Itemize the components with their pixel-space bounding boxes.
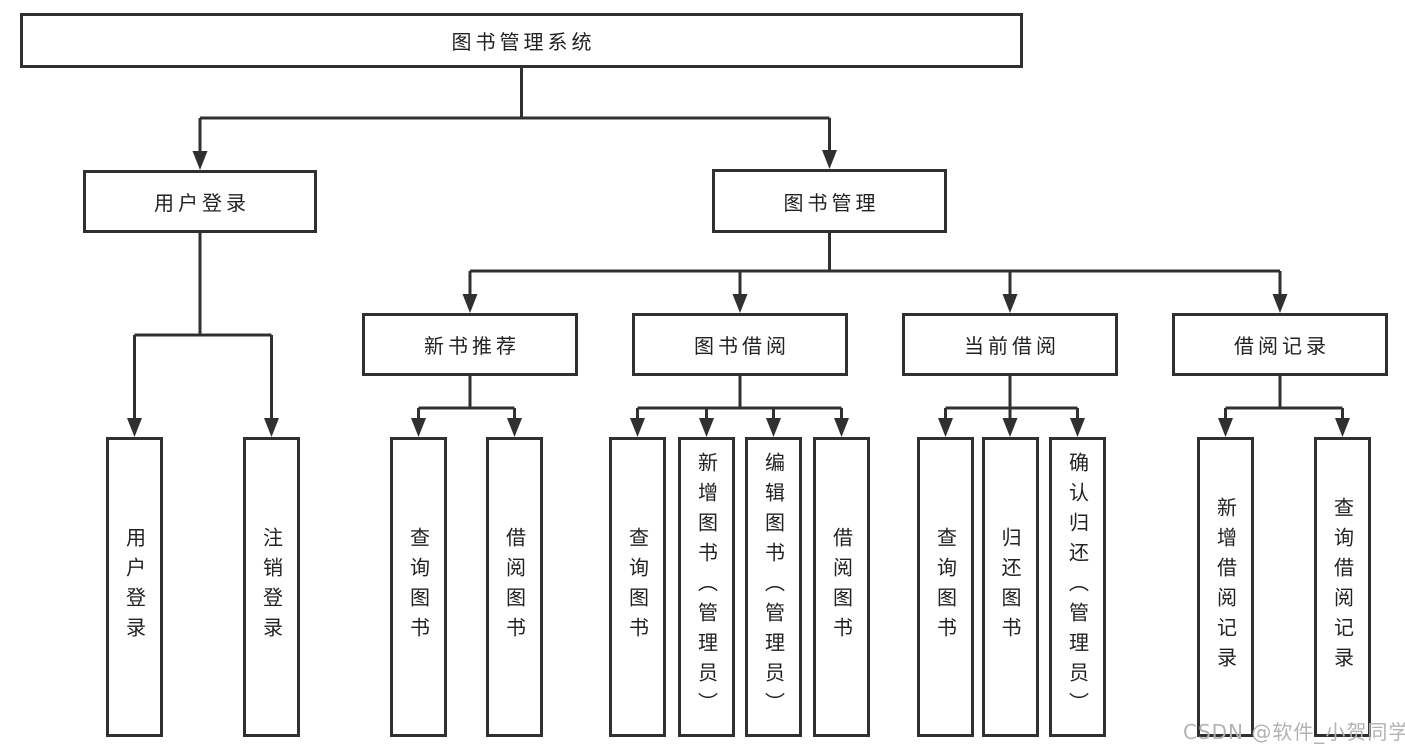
leaf-label: 新增图书（管理员） bbox=[694, 452, 719, 722]
leaf-add-borrow-record: 新增借阅记录 bbox=[1197, 437, 1254, 737]
node-label: 用户登录 bbox=[154, 191, 250, 215]
node-label: 图书借阅 bbox=[694, 334, 790, 358]
leaf-label: 用户登录 bbox=[122, 527, 147, 647]
node-label: 新书推荐 bbox=[424, 334, 520, 358]
leaf-edit-book-admin: 编辑图书（管理员） bbox=[745, 437, 802, 737]
leaf-query-borrow-record: 查询借阅记录 bbox=[1314, 437, 1371, 737]
leaf-label: 编辑图书（管理员） bbox=[761, 452, 786, 722]
arrowheads bbox=[127, 150, 1350, 437]
leaf-label: 查询图书 bbox=[406, 527, 431, 647]
node-new-book-recommend: 新书推荐 bbox=[362, 313, 578, 376]
leaf-logout: 注销登录 bbox=[243, 437, 300, 737]
leaf-borrow-books-recommend: 借阅图书 bbox=[486, 437, 543, 737]
node-borrow-records: 借阅记录 bbox=[1172, 313, 1388, 376]
leaf-label: 新增借阅记录 bbox=[1213, 497, 1238, 677]
node-label: 图书管理 bbox=[783, 190, 880, 215]
leaf-confirm-return-admin: 确认归还（管理员） bbox=[1049, 437, 1106, 737]
node-library-management-system: 图书管理系统 bbox=[20, 13, 1023, 68]
leaf-query-books-borrow: 查询图书 bbox=[609, 437, 666, 737]
leaf-label: 确认归还（管理员） bbox=[1065, 452, 1090, 722]
connector-user-login bbox=[133, 233, 273, 432]
leaf-label: 注销登录 bbox=[259, 527, 284, 647]
node-label: 图书管理系统 bbox=[451, 30, 596, 54]
connector-book-borrow bbox=[636, 376, 843, 432]
leaf-label: 归还图书 bbox=[998, 527, 1022, 647]
node-current-borrow: 当前借阅 bbox=[902, 313, 1118, 376]
node-label: 当前借阅 bbox=[964, 334, 1060, 358]
node-user-login: 用户登录 bbox=[83, 170, 317, 233]
leaf-label: 查询图书 bbox=[933, 527, 958, 647]
connector-book-management bbox=[468, 233, 1282, 308]
leaf-query-books-recommend: 查询图书 bbox=[390, 437, 447, 737]
node-book-management: 图书管理 bbox=[712, 169, 947, 233]
leaf-add-book-admin: 新增图书（管理员） bbox=[678, 437, 735, 737]
leaf-return-books: 归还图书 bbox=[981, 437, 1039, 737]
leaf-user-login: 用户登录 bbox=[106, 437, 163, 737]
leaf-borrow-books-borrow: 借阅图书 bbox=[813, 437, 870, 737]
connector-root bbox=[198, 68, 831, 165]
connector-new-book bbox=[417, 376, 516, 432]
connector-borrow-records bbox=[1224, 376, 1344, 432]
watermark: CSDN @软件_小贺同学 bbox=[1183, 720, 1405, 744]
leaf-query-books-current: 查询图书 bbox=[917, 437, 974, 737]
leaf-label: 查询图书 bbox=[625, 527, 650, 647]
leaf-label: 借阅图书 bbox=[502, 527, 527, 647]
node-book-borrow: 图书借阅 bbox=[632, 313, 848, 376]
node-label: 借阅记录 bbox=[1234, 334, 1330, 358]
leaf-label: 查询借阅记录 bbox=[1330, 497, 1355, 677]
leaf-label: 借阅图书 bbox=[829, 527, 854, 647]
